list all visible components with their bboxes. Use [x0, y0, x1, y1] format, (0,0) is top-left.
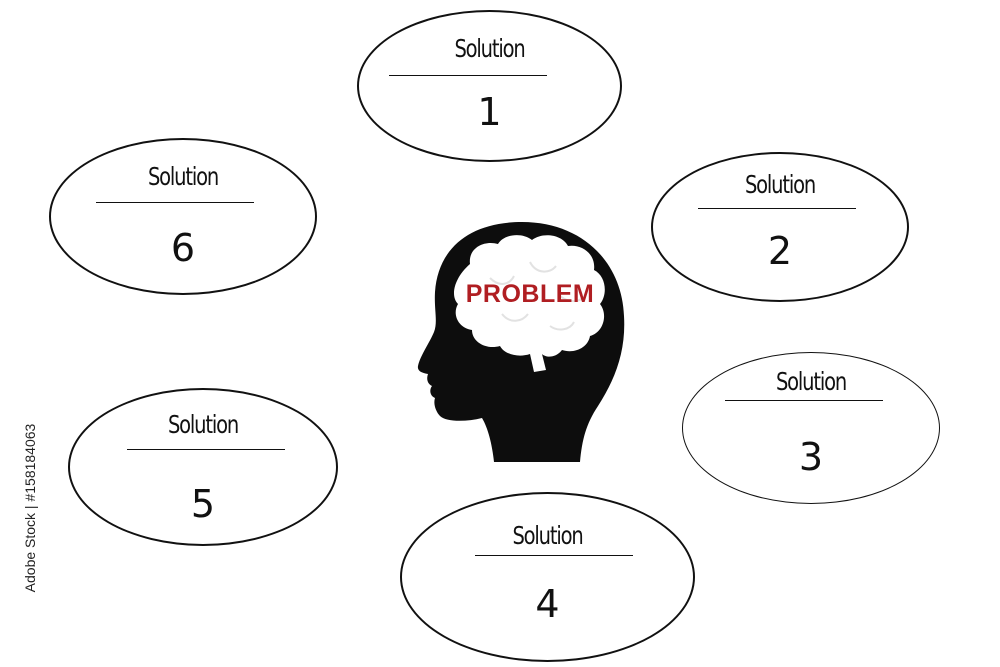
solution-title: Solution [775, 367, 847, 396]
solution-divider [725, 400, 883, 401]
solution-oval-4: Solution 4 [400, 492, 695, 662]
solution-title: Solution [147, 162, 219, 191]
solution-title: Solution [512, 521, 583, 550]
solution-oval-1: Solution 1 [357, 10, 622, 162]
watermark-text: Adobe Stock | #158184063 [22, 423, 38, 593]
solution-oval-3: Solution 3 [682, 352, 940, 504]
solution-divider [475, 555, 633, 556]
solution-oval-5: Solution 5 [68, 388, 338, 546]
solution-title: Solution [167, 410, 239, 439]
solution-oval-2: Solution 2 [651, 152, 909, 302]
solution-number: 2 [767, 229, 793, 273]
solution-oval-6: Solution 6 [49, 138, 317, 295]
solution-divider [96, 202, 254, 203]
solution-number: 6 [170, 226, 196, 270]
solution-divider [127, 449, 285, 450]
solution-divider [698, 208, 856, 209]
head-silhouette-with-brain-icon [417, 222, 625, 462]
solution-title: Solution [744, 170, 816, 199]
brain-icon [454, 235, 605, 372]
problem-label: PROBLEM [465, 280, 595, 308]
solution-title: Solution [454, 34, 525, 63]
solution-number: 4 [535, 582, 560, 626]
solution-number: 3 [798, 435, 824, 479]
solution-number: 1 [477, 90, 502, 134]
solution-divider [389, 75, 547, 76]
solution-number: 5 [190, 482, 216, 526]
